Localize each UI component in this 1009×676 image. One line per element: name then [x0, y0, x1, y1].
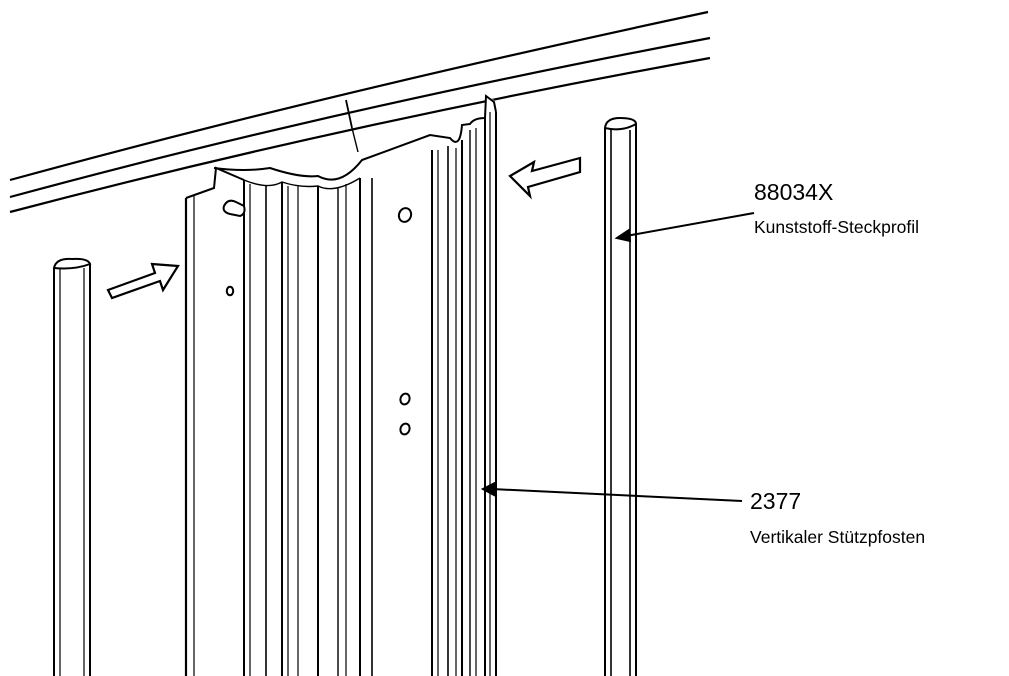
plastic-profile-description: Kunststoff-Steckprofil	[754, 217, 919, 237]
support-post-part-number: 2377	[750, 488, 801, 514]
arrow-right-icon	[106, 262, 180, 300]
leader-support-post	[491, 488, 743, 502]
callout-leaders	[480, 212, 755, 502]
top-rail	[9, 10, 711, 214]
arrow-left-icon	[508, 156, 582, 200]
leader-plastic-profile	[625, 212, 755, 237]
plastic-profile-part-number: 88034X	[754, 179, 833, 205]
left-plastic-profile	[52, 257, 92, 676]
right-plastic-profile	[603, 116, 638, 676]
vertical-support-post	[184, 94, 497, 676]
arrowhead-support-post	[480, 481, 497, 497]
support-post-description: Vertikaler Stützpfosten	[750, 527, 925, 547]
arrowhead-plastic-profile	[614, 228, 632, 243]
